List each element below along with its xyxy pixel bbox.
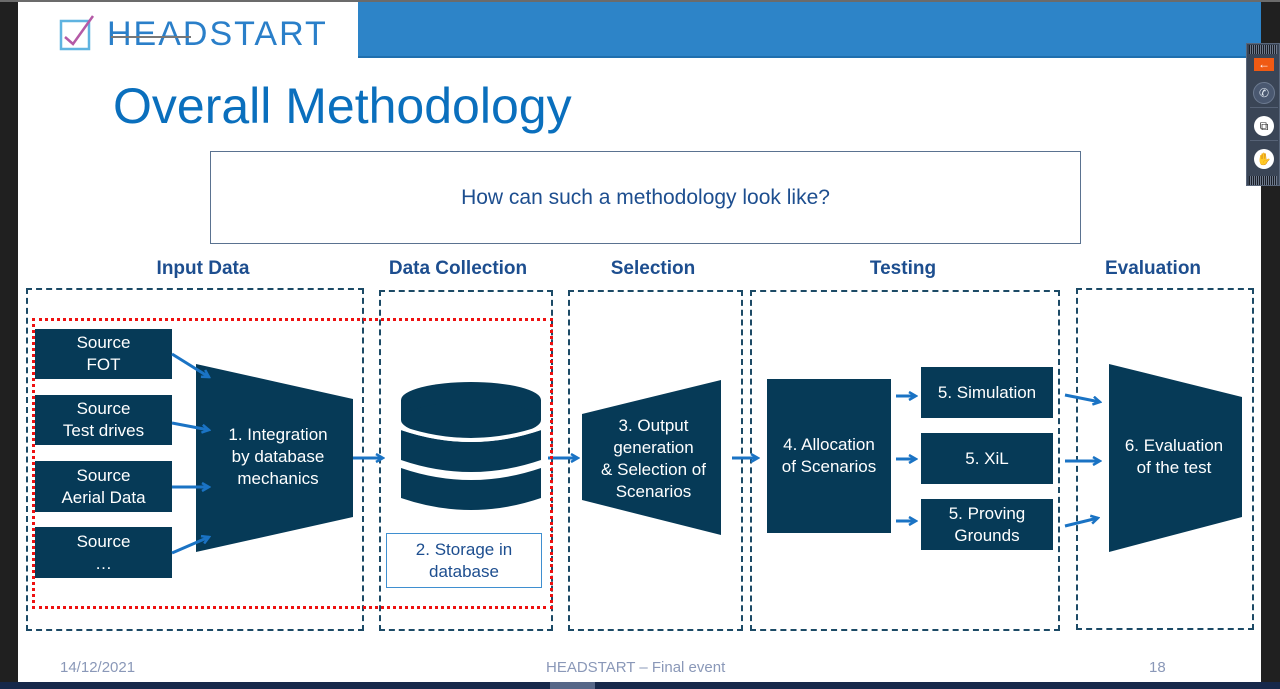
arrow-source-other [171, 537, 209, 555]
source-aerial-data: Source Aerial Data [35, 461, 172, 512]
presentation-slide: HEADSTART Overall Methodology How can su… [18, 2, 1261, 682]
phone-icon: ✆ [1253, 82, 1275, 104]
phase-label-data-collection: Data Collection [388, 258, 528, 279]
evaluation-text: 6. Evaluation of the test [1124, 436, 1224, 477]
footer-event: HEADSTART – Final event [546, 659, 726, 676]
phase-box-selection [568, 290, 743, 631]
raise-hand-button[interactable]: ✋ [1250, 145, 1278, 173]
windows-icon: ⧉ [1254, 116, 1274, 136]
source-test-drives: Source Test drives [35, 395, 172, 445]
side-toolbar: ← ✆ ⧉ ✋ [1246, 43, 1280, 186]
arrow-test-drives [171, 421, 209, 430]
phase-label-selection: Selection [610, 258, 696, 279]
output-trapezoid [582, 380, 721, 535]
footer-date: 14/12/2021 [60, 659, 136, 676]
integration-trapezoid [196, 364, 353, 552]
call-button[interactable]: ✆ [1250, 79, 1278, 108]
phase-label-testing: Testing [869, 258, 937, 279]
taskbar-active-item[interactable] [550, 682, 595, 689]
database-icon [400, 382, 542, 510]
raise-hand-icon: ✋ [1254, 149, 1274, 169]
phase-label-evaluation: Evaluation [1104, 258, 1202, 279]
phase-box-evaluation [1076, 288, 1254, 630]
window-button[interactable]: ⧉ [1250, 112, 1278, 141]
source-other: Source … [35, 527, 172, 578]
logo-strike [111, 36, 191, 38]
taskbar [0, 682, 1280, 689]
window-top-border [0, 0, 1280, 2]
headstart-logo: HEADSTART [58, 11, 326, 53]
footer-page-number: 18 [1149, 659, 1166, 676]
arrow-simulation-to-eval [1064, 393, 1100, 402]
toolbar-grip-top[interactable] [1249, 45, 1277, 54]
source-fot: Source FOT [35, 329, 172, 379]
question-text: How can such a methodology look like? [461, 185, 830, 209]
arrow-proving-to-eval [1064, 518, 1098, 528]
question-box: How can such a methodology look like? [210, 151, 1081, 244]
arrow-left-icon[interactable]: ← [1254, 58, 1274, 71]
diagram-shapes [171, 352, 1242, 555]
output-text: 3. Output generation & Selection of Scen… [601, 416, 706, 501]
logo-text: HEADSTART [107, 15, 328, 53]
toolbar-grip-bottom[interactable] [1249, 176, 1277, 185]
phase-label-input-data: Input Data [156, 258, 250, 279]
checkbox-logo-icon [59, 15, 95, 51]
header-bar [358, 2, 1261, 58]
xil-box: 5. XiL [921, 433, 1053, 484]
evaluation-trapezoid [1109, 364, 1242, 552]
allocation-box: 4. Allocation of Scenarios [767, 379, 891, 533]
proving-grounds-box: 5. Proving Grounds [921, 499, 1053, 550]
storage-box: 2. Storage in database [386, 533, 542, 588]
integration-text: 1. Integration by database mechanics [228, 425, 328, 488]
highlight-box [32, 318, 553, 609]
page-title: Overall Methodology [113, 78, 572, 134]
arrow-fot [171, 352, 209, 377]
simulation-box: 5. Simulation [921, 367, 1053, 418]
